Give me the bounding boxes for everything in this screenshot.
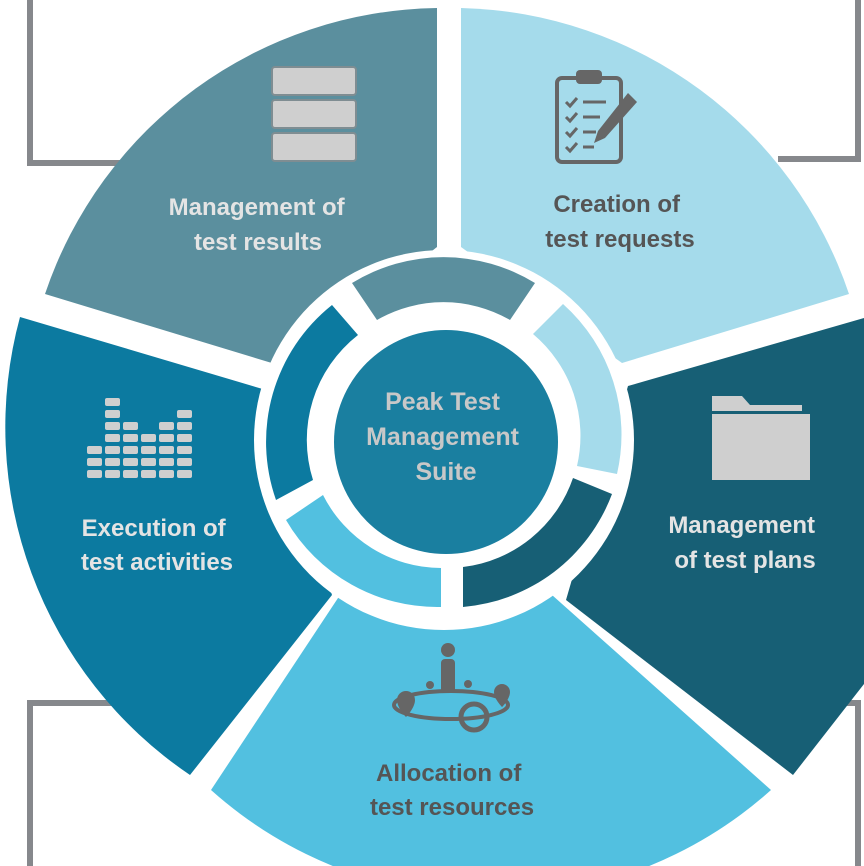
core-title-line-2: Management [366, 423, 519, 451]
core-title-line-1: Peak Test [385, 388, 501, 416]
label-results: Management of test results [169, 194, 352, 256]
core-title: Peak Test Management Suite [366, 388, 526, 486]
inner-arc-plans [463, 478, 612, 607]
label-execution-line-1: Execution of [82, 515, 227, 542]
resource-map-icon [392, 643, 510, 733]
bar-grid-block [87, 446, 102, 454]
bar-grid-block [105, 458, 120, 466]
bar-grid-block [87, 470, 102, 478]
label-results-line-1: Management of [169, 194, 346, 221]
bar-grid-block [123, 470, 138, 478]
bar-grid-block [141, 434, 156, 442]
label-results-line-2: test results [194, 229, 322, 256]
bar-grid-block [123, 458, 138, 466]
server-stack-icon [271, 66, 357, 162]
bar-grid-block [159, 422, 174, 430]
bar-grid-block [105, 410, 120, 418]
bar-grid-block [105, 398, 120, 406]
bar-grid-block [141, 470, 156, 478]
segment-results[interactable] [45, 8, 437, 367]
label-requests: Creation of test requests [545, 191, 694, 253]
frame-top-left [27, 0, 130, 166]
bar-grid-block [123, 434, 138, 442]
label-resources-line-1: Allocation of [376, 760, 522, 787]
inner-arc-execution [266, 305, 358, 500]
inner-arc-resources [286, 495, 441, 608]
bar-grid-block [177, 434, 192, 442]
bar-grid-block [87, 458, 102, 466]
bar-grid-block [123, 422, 138, 430]
bar-grid-block [177, 422, 192, 430]
bar-grid-block [177, 410, 192, 418]
inner-arc-requests [533, 304, 622, 474]
bar-grid-block [105, 434, 120, 442]
core-circle [334, 330, 558, 554]
label-plans: Management of test plans [668, 512, 821, 574]
bar-grid-block [123, 446, 138, 454]
label-plans-line-1: Management [668, 512, 815, 539]
segment-resources[interactable] [211, 595, 771, 866]
bar-grid-block [159, 434, 174, 442]
bar-grid-block [105, 446, 120, 454]
label-execution: Execution of test activities [81, 515, 233, 576]
bar-grid-block [141, 458, 156, 466]
clipboard-checklist-icon [555, 70, 637, 164]
bar-grid-block [177, 470, 192, 478]
bar-grid-block [105, 470, 120, 478]
frame-top-right [778, 0, 861, 162]
bar-grid-block [141, 446, 156, 454]
label-resources: Allocation of test resources [370, 760, 534, 821]
bar-grid-block [105, 422, 120, 430]
frame-bottom-left [27, 700, 128, 866]
label-plans-line-2: of test plans [674, 547, 815, 574]
label-requests-line-2: test requests [545, 226, 694, 253]
bar-grid-block [159, 458, 174, 466]
bar-grid-block [177, 458, 192, 466]
bar-grid-icon [87, 398, 192, 478]
bar-grid-block [159, 446, 174, 454]
label-resources-line-2: test resources [370, 794, 534, 821]
inner-arc-results [352, 257, 535, 320]
core-title-line-3: Suite [415, 458, 476, 486]
label-execution-line-2: test activities [81, 549, 233, 576]
segment-execution[interactable] [5, 317, 332, 775]
bar-grid-block [159, 470, 174, 478]
label-requests-line-1: Creation of [553, 191, 681, 218]
bar-grid-block [177, 446, 192, 454]
folder-icon [712, 396, 810, 480]
